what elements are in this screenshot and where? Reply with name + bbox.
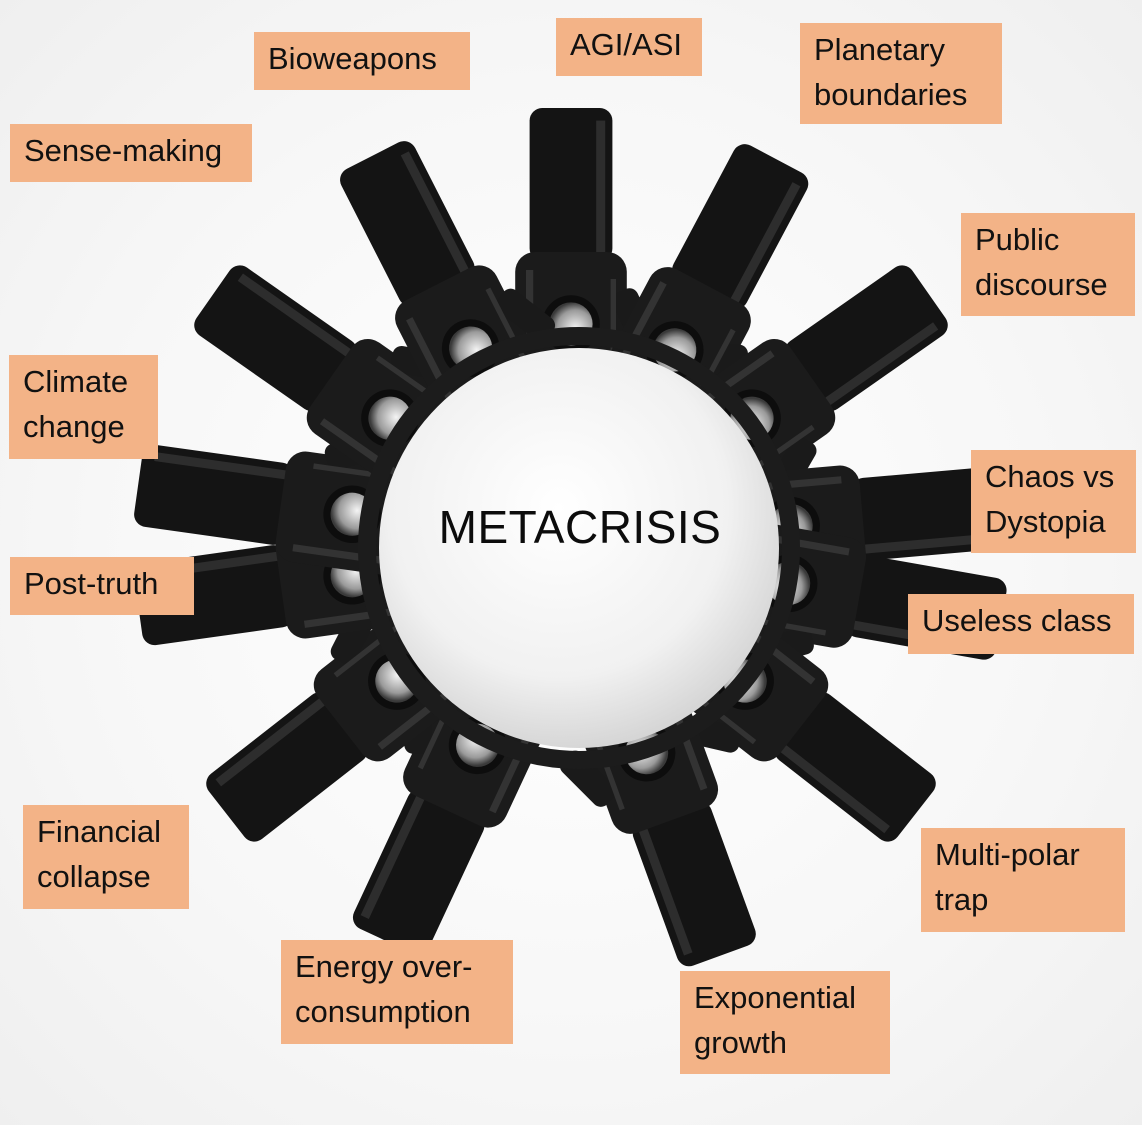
label-post-truth: Post-truth [10, 557, 194, 615]
label-bioweapons: Bioweapons [254, 32, 470, 90]
label-planetary-boundaries: Planetary boundaries [800, 23, 1002, 124]
label-chaos-vs-dystopia: Chaos vs Dystopia [971, 450, 1136, 553]
label-sense-making: Sense-making [10, 124, 252, 182]
label-public-discourse: Public discourse [961, 213, 1135, 316]
label-multi-polar-trap: Multi-polar trap [921, 828, 1125, 932]
central-ring [358, 327, 800, 769]
central-sphere [379, 348, 779, 748]
label-agi-asi: AGI/ASI [556, 18, 702, 76]
label-exponential-growth: Exponential growth [680, 971, 890, 1074]
label-useless-class: Useless class [908, 594, 1134, 654]
label-energy-over-consumption: Energy over- consumption [281, 940, 513, 1044]
center-title: METACRISIS [438, 501, 722, 553]
label-financial-collapse: Financial collapse [23, 805, 189, 909]
label-climate-change: Climate change [9, 355, 158, 459]
